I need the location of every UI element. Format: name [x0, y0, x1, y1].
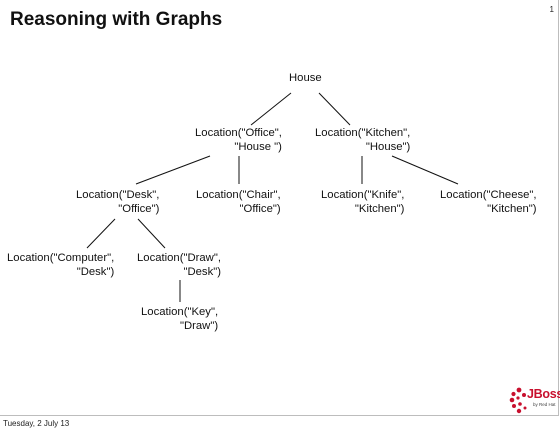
node-cheese-line2: "Kitchen") [487, 203, 537, 215]
node-cheese-line1: Location("Cheese", [440, 189, 537, 201]
logo-brand: JBoss [527, 387, 560, 401]
node-draw-line1: Location("Draw", [137, 252, 221, 264]
node-knife-line1: Location("Knife", [321, 189, 405, 201]
node-house-label: House [289, 72, 322, 84]
node-house: House [289, 71, 322, 85]
node-chair: Location("Chair", "Office") [196, 188, 281, 216]
node-key: Location("Key", "Draw") [141, 305, 218, 333]
edge-desk-computer [86, 218, 116, 249]
footer-date: Tuesday, 2 July 13 [3, 419, 70, 428]
node-office-line2: "House ") [234, 141, 282, 153]
edge-kitchen-cheese [391, 155, 459, 185]
node-cheese: Location("Cheese", "Kitchen") [440, 188, 537, 216]
jboss-dots-icon [509, 387, 527, 414]
edge-house-office [250, 92, 292, 126]
node-computer-line2: "Desk") [76, 266, 115, 278]
node-kitchen: Location("Kitchen", "House") [315, 126, 410, 154]
logo-sub: by Red Hat [533, 402, 556, 407]
node-key-line2: "Draw") [179, 320, 219, 332]
node-kitchen-line1: Location("Kitchen", [315, 127, 411, 139]
slide-number: 1 [549, 5, 554, 14]
node-chair-line1: Location("Chair", [196, 189, 281, 201]
jboss-logo: JBoss by Red Hat [509, 386, 560, 414]
node-draw-line2: "Desk") [183, 266, 221, 278]
node-desk: Location("Desk", "Office") [76, 188, 159, 216]
node-office-line1: Location("Office", [195, 127, 282, 139]
node-knife: Location("Knife", "Kitchen") [321, 188, 404, 216]
node-computer: Location("Computer", "Desk") [7, 251, 114, 279]
node-desk-line1: Location("Desk", [76, 189, 160, 201]
node-knife-line2: "Kitchen") [354, 203, 405, 215]
node-chair-line2: "Office") [239, 203, 281, 215]
slide-title: Reasoning with Graphs [10, 9, 223, 30]
node-computer-line1: Location("Computer", [7, 252, 115, 264]
node-desk-line2: "Office") [118, 203, 160, 215]
node-draw: Location("Draw", "Desk") [137, 251, 221, 279]
tree-edges [86, 92, 459, 302]
node-kitchen-line2: "House") [365, 141, 411, 153]
node-office: Location("Office", "House ") [195, 126, 282, 154]
edge-house-kitchen [318, 92, 351, 126]
slide: Reasoning with Graphs 1 House Location("… [0, 0, 560, 416]
edge-desk-draw [137, 218, 166, 249]
edge-office-desk [135, 155, 211, 185]
node-key-line1: Location("Key", [141, 306, 219, 318]
